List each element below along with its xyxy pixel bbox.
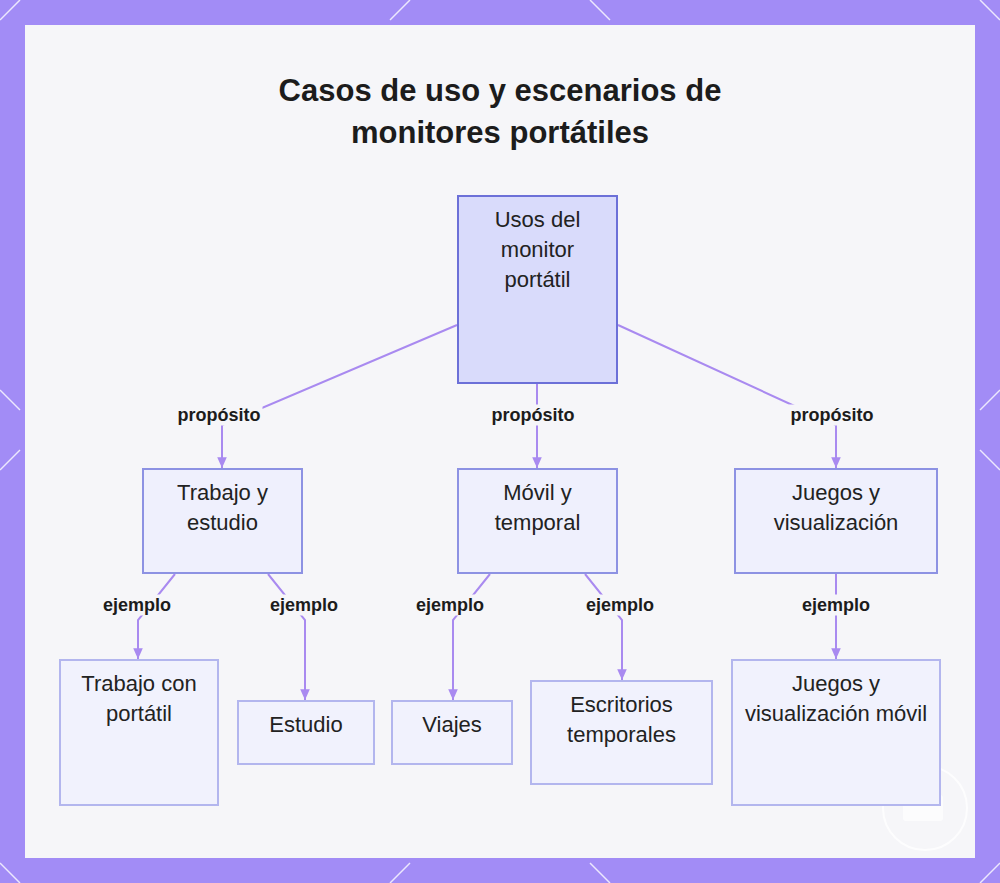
node-text: Juegos y visualización móvil (739, 669, 933, 729)
connector-line (453, 574, 490, 700)
edge-label: ejemplo (414, 595, 486, 616)
node-text: Juegos y visualización (742, 478, 930, 538)
node-text: Trabajo con portátil (67, 669, 211, 729)
diagram-title: Casos de uso y escenarios de monitores p… (240, 70, 760, 154)
process-box: Trabajo con portátil (59, 659, 219, 806)
edge-label: ejemplo (584, 595, 656, 616)
edge-label: propósito (789, 405, 876, 426)
process-box: Trabajo y estudio (142, 468, 303, 574)
connector-line (268, 574, 305, 700)
edge-label: propósito (490, 405, 577, 426)
edge-label: ejemplo (268, 595, 340, 616)
edge-label: ejemplo (101, 595, 173, 616)
connector-line (138, 574, 175, 659)
process-box: Juegos y visualización móvil (731, 659, 941, 806)
connector-line (536, 384, 538, 468)
process-box: Usos del monitor portátil (457, 195, 618, 384)
connector-line (835, 574, 837, 659)
process-box: Juegos y visualización (734, 468, 938, 574)
edge-label: ejemplo (800, 595, 872, 616)
node-text: Trabajo y estudio (150, 478, 295, 538)
node-text: Usos del monitor portátil (465, 205, 610, 295)
edge-label: propósito (176, 405, 263, 426)
process-box: Escritorios temporales (530, 680, 713, 785)
process-box: Móvil y temporal (457, 468, 618, 574)
node-text: Viajes (399, 710, 505, 740)
node-text: Escritorios temporales (538, 690, 705, 750)
connector-line (618, 325, 836, 468)
connector-line (585, 574, 622, 680)
process-box: Viajes (391, 700, 513, 765)
node-text: Estudio (245, 710, 367, 740)
process-box: Estudio (237, 700, 375, 765)
node-text: Móvil y temporal (465, 478, 610, 538)
connector-line (222, 325, 457, 468)
